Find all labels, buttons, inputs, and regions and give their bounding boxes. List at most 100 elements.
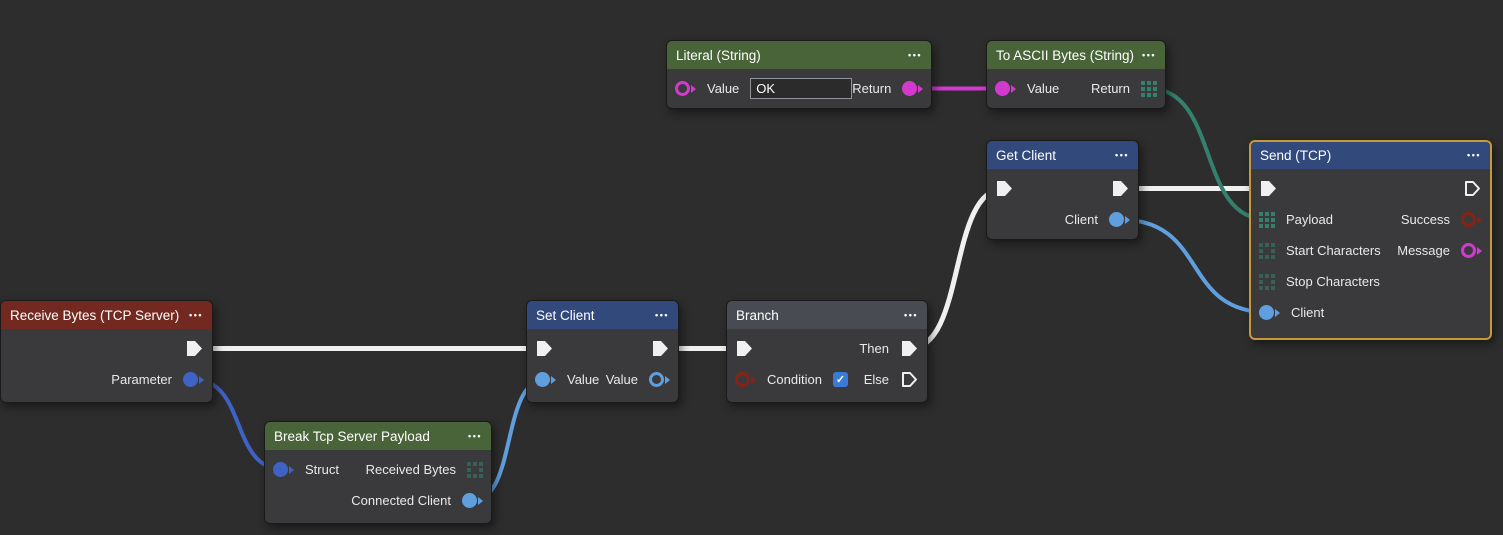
- exec-out-exec-pin[interactable]: [651, 339, 670, 358]
- node-menu-ellipsis-icon[interactable]: •••: [655, 309, 669, 320]
- port-row: [987, 173, 1138, 204]
- node-header[interactable]: Get Client•••: [987, 141, 1138, 169]
- node-header[interactable]: Send (TCP) •••: [1251, 142, 1490, 169]
- port-label: Value: [567, 372, 600, 387]
- node-set-client[interactable]: Set Client ••• Value Value: [526, 300, 679, 403]
- exec-in-exec-pin[interactable]: [995, 179, 1014, 198]
- port-row: Payload Success: [1251, 204, 1490, 235]
- port-row: Parameter: [1, 364, 212, 395]
- value-in-circle-port[interactable]: [535, 372, 556, 387]
- return-grid-port[interactable]: [1141, 80, 1157, 97]
- node-header[interactable]: To ASCII Bytes (String)•••: [987, 41, 1165, 69]
- port-label: Client: [1064, 212, 1098, 227]
- bytes-grid-icon: [1259, 273, 1275, 290]
- bytes-grid-icon: [467, 461, 483, 478]
- wire-get-client.client-to-send-tcp.client[interactable]: [1117, 217, 1272, 315]
- client-circle-port[interactable]: [1109, 212, 1130, 227]
- port-direction-arrow-icon: [1275, 308, 1280, 317]
- node-to-ascii[interactable]: To ASCII Bytes (String)••• Value Return: [986, 40, 1166, 109]
- value-out-circle-port[interactable]: [649, 372, 670, 387]
- port-direction-arrow-icon: [1477, 246, 1482, 255]
- exec-in-exec-pin[interactable]: [735, 339, 754, 358]
- exec-out-exec-pin[interactable]: [1463, 179, 1482, 198]
- node-menu-ellipsis-icon[interactable]: •••: [468, 430, 482, 441]
- parameter-circle-port[interactable]: [183, 372, 204, 387]
- node-menu-ellipsis-icon[interactable]: •••: [1467, 150, 1481, 160]
- exec-out-exec-pin[interactable]: [185, 339, 204, 358]
- start-characters-grid-port[interactable]: [1259, 242, 1275, 259]
- bytes-grid-icon: [1259, 211, 1275, 228]
- node-menu-ellipsis-icon[interactable]: •••: [904, 309, 918, 320]
- port-row: Client: [987, 204, 1138, 235]
- node-header[interactable]: Break Tcp Server Payload •••: [265, 422, 491, 450]
- client-circle-port[interactable]: [1259, 305, 1280, 320]
- node-body: Parameter: [1, 329, 212, 399]
- port-label: Value: [605, 372, 638, 387]
- value-input[interactable]: [750, 78, 853, 99]
- node-title: Set Client: [536, 307, 595, 323]
- port-label: Success: [1400, 212, 1450, 227]
- port-direction-arrow-icon: [1011, 84, 1016, 93]
- port-label: Return: [1090, 81, 1130, 96]
- value-circle-port[interactable]: [675, 81, 696, 96]
- node-body: Client: [987, 169, 1138, 239]
- bytes-grid-icon: [1141, 80, 1157, 97]
- connected-client-circle-port[interactable]: [462, 493, 483, 508]
- port-label: Payload: [1286, 212, 1333, 227]
- stop-characters-grid-port[interactable]: [1259, 273, 1275, 290]
- port-row: [1251, 173, 1490, 204]
- port-direction-arrow-icon: [289, 465, 294, 474]
- port-label: Else: [863, 372, 889, 387]
- node-header[interactable]: Literal (String)•••: [667, 41, 931, 69]
- received-bytes-grid-port[interactable]: [467, 461, 483, 478]
- value-circle-port[interactable]: [995, 81, 1016, 96]
- port-direction-arrow-icon: [551, 375, 556, 384]
- then-exec-pin[interactable]: [900, 339, 919, 358]
- port-row: Connected Client: [265, 485, 491, 516]
- bytes-grid-icon: [1259, 242, 1275, 259]
- node-receive-bytes[interactable]: Receive Bytes (TCP Server)••• Parameter: [0, 300, 213, 403]
- port-label: Value: [1027, 81, 1060, 96]
- node-menu-ellipsis-icon[interactable]: •••: [1115, 149, 1129, 160]
- node-header[interactable]: Branch•••: [727, 301, 927, 329]
- port-label: Return: [852, 81, 892, 96]
- node-header[interactable]: Set Client •••: [527, 301, 678, 329]
- else-exec-pin[interactable]: [900, 370, 919, 389]
- port-label: Client: [1291, 305, 1325, 320]
- struct-circle-port[interactable]: [273, 462, 294, 477]
- exec-in-exec-pin[interactable]: [1259, 179, 1278, 198]
- port-direction-arrow-icon: [665, 375, 670, 384]
- exec-in-exec-pin[interactable]: [535, 339, 554, 358]
- node-title: Break Tcp Server Payload: [274, 428, 430, 444]
- node-get-client[interactable]: Get Client••• Client: [986, 140, 1139, 240]
- condition-circle-port[interactable]: [735, 372, 756, 387]
- port-row: Then: [727, 333, 927, 364]
- port-label: Start Characters: [1286, 243, 1381, 258]
- return-circle-port[interactable]: [902, 81, 924, 96]
- node-menu-ellipsis-icon[interactable]: •••: [1142, 49, 1156, 60]
- node-header[interactable]: Receive Bytes (TCP Server)•••: [1, 301, 212, 329]
- port-row: Client: [1251, 297, 1490, 328]
- condition-checkbox[interactable]: ✓: [832, 372, 848, 387]
- success-circle-port[interactable]: [1461, 212, 1482, 227]
- node-menu-ellipsis-icon[interactable]: •••: [189, 309, 203, 320]
- exec-out-exec-pin[interactable]: [1111, 179, 1130, 198]
- node-title: Send (TCP): [1260, 148, 1332, 163]
- node-menu-ellipsis-icon[interactable]: •••: [908, 49, 922, 60]
- port-direction-arrow-icon: [918, 84, 924, 93]
- payload-grid-port[interactable]: [1259, 211, 1275, 228]
- wire-to-ascii.return-to-send-tcp.payload[interactable]: [1147, 86, 1269, 222]
- port-direction-arrow-icon: [1125, 215, 1130, 224]
- message-circle-port[interactable]: [1461, 243, 1482, 258]
